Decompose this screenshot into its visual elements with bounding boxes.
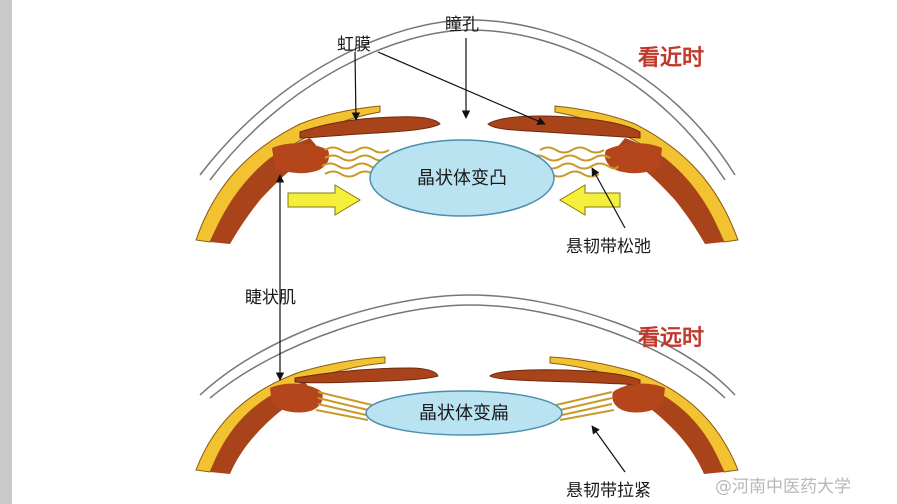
zonule-tense-label: 悬韧带拉紧 (566, 481, 651, 501)
iris-leader-2 (378, 52, 545, 124)
arrow-left (560, 185, 620, 215)
near-lens-label: 晶状体变凸 (417, 168, 507, 189)
zonule-relaxed-label: 悬韧带松弛 (566, 237, 651, 257)
zonule-tense-leader (592, 426, 625, 472)
far-title: 看远时 (638, 326, 704, 351)
pupil-label: 瞳孔 (445, 15, 479, 35)
arrow-right (288, 185, 360, 215)
ciliary-muscle-label: 睫状肌 (245, 288, 296, 308)
near-title: 看近时 (638, 45, 704, 71)
far-eye: 晶状体变扁 (196, 295, 738, 474)
watermark: @河南中医药大学 (715, 477, 851, 497)
iris-label: 虹膜 (337, 35, 371, 55)
far-lens-label: 晶状体变扁 (419, 403, 509, 424)
ciliary-left (272, 143, 329, 173)
